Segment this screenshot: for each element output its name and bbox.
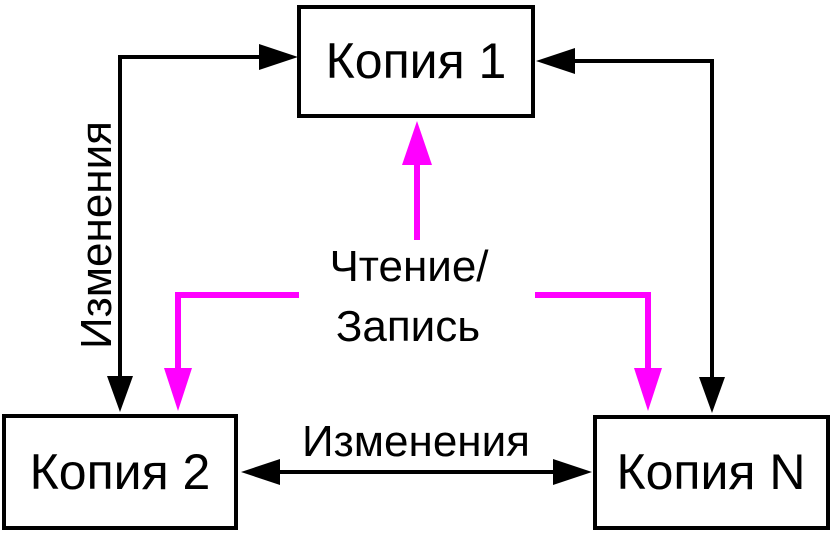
node-copy-1: Копия 1 bbox=[297, 5, 535, 118]
node-copy-2-label: Копия 2 bbox=[30, 444, 211, 500]
edge-label-changes-horizontal: Изменения bbox=[302, 417, 530, 466]
node-copy-1-label: Копия 1 bbox=[326, 33, 507, 89]
arrowhead-down-into-copy2-magenta-icon bbox=[164, 368, 192, 411]
read-write-line-to-copyn bbox=[535, 292, 651, 370]
node-copy-2-box bbox=[2, 414, 238, 530]
read-write-line-to-copy2 bbox=[175, 292, 299, 370]
edge-read-write: Чтение/ Запись bbox=[164, 121, 662, 411]
edge-changes-copy2-copy1: Изменения bbox=[72, 44, 298, 412]
node-copy-n-box bbox=[593, 415, 830, 530]
arrowhead-right-into-copyn-icon bbox=[553, 459, 592, 485]
node-copy-1-box bbox=[297, 5, 535, 118]
edge-changes-copy1-copyn bbox=[536, 48, 725, 413]
node-copy-n: Копия N bbox=[593, 415, 830, 530]
arrowhead-down-into-copyn-icon bbox=[699, 377, 725, 413]
arrowhead-right-into-copy1-icon bbox=[259, 44, 298, 70]
read-write-label-line1: Чтение/ bbox=[329, 242, 489, 291]
arrowhead-left-into-copy1-icon bbox=[536, 48, 575, 74]
arrowhead-left-into-copy2-icon bbox=[241, 459, 280, 485]
arrowhead-down-into-copyn-magenta-icon bbox=[634, 368, 662, 411]
edge-changes-left-line bbox=[118, 55, 262, 378]
edge-changes-copy2-copyn: Изменения bbox=[241, 417, 592, 485]
arrowhead-up-into-copy1-icon bbox=[402, 121, 432, 165]
read-write-label-line2: Запись bbox=[336, 302, 480, 351]
edge-label-changes-vertical: Изменения bbox=[72, 121, 121, 349]
node-copy-n-label: Копия N bbox=[616, 444, 805, 500]
node-copy-2: Копия 2 bbox=[2, 414, 238, 530]
edge-changes-right-line bbox=[572, 59, 714, 378]
arrowhead-down-into-copy2-icon bbox=[107, 376, 133, 412]
